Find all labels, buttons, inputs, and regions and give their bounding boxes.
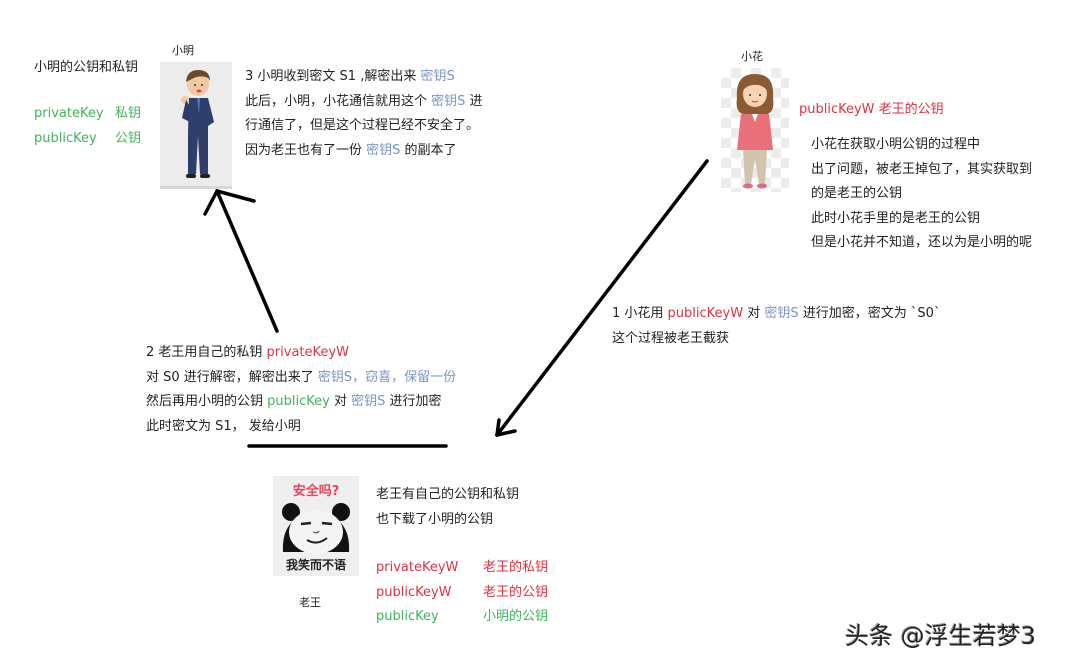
laowang-key-row: publicKey 小明的公钥: [376, 605, 548, 630]
step3-line: 此后，小明，小花通信就用这个 密钥S 进: [245, 93, 483, 109]
xiaohua-name-label: 小花: [741, 50, 763, 63]
note-line: 但是小花并不知道，还以为是小明的呢: [811, 235, 1033, 250]
xiaohua-key-label: publicKeyW 老王的公钥: [799, 102, 944, 117]
step1-line2: 这个过程被老王截获: [612, 330, 730, 346]
note-line: 出了问题，被老王掉包了，其实获取到: [811, 161, 1033, 177]
key-name: publicKey: [376, 609, 439, 624]
step2-line2: 对 S0 进行解密，解密出来了 密钥S，窃喜，保留一份: [146, 369, 457, 385]
step3-line: 因为老王也有了一份 密钥S 的副本了: [245, 142, 457, 158]
key-desc: 私钥: [115, 106, 142, 121]
businessman-icon: [160, 62, 232, 189]
xiaoming-key-row: publicKey 公钥: [34, 127, 141, 152]
arrow-to-laowang: [495, 159, 709, 437]
laowang-key-row: publicKeyW 老王的公钥: [376, 581, 548, 606]
step1-text: 1 小花用 publicKeyW 对 密钥S 进行加密，密文为 `S0` 这个过…: [612, 302, 940, 351]
xiaoming-name-label: 小明: [172, 44, 194, 57]
step3-line: 行通信了，但是这个过程已经不安全了。: [245, 118, 480, 133]
arrow-to-xiaoming: [203, 189, 279, 333]
meme-bottom-text: 我笑而不语: [285, 558, 346, 572]
xiaoming-key-list: privateKey 私钥 publicKey 公钥: [34, 102, 141, 151]
key-desc: 老王的公钥: [483, 584, 549, 600]
note-line: 小花在获取小明公钥的过程中: [811, 137, 981, 152]
key-name: privateKeyW: [376, 560, 459, 575]
desc-line: 也下载了小明的公钥: [376, 511, 494, 527]
note-line: 此时小花手里的是老王的公钥: [811, 210, 981, 226]
key-desc: 公钥: [115, 130, 142, 146]
key-desc: 小明的公钥: [483, 609, 549, 624]
key-name: privateKey: [34, 106, 104, 121]
laowang-key-list: privateKeyW 老王的私钥 publicKeyW 老王的公钥 publi…: [376, 556, 548, 630]
xiaohua-notes: 小花在获取小明公钥的过程中 出了问题，被老王掉包了，其实获取到 的是老王的公钥 …: [811, 133, 1032, 256]
step2-line4: 此时密文为 S1， 发给小明: [146, 418, 301, 434]
step3-line: 3 小明收到密文 S1 ,解密出来 密钥S: [245, 69, 455, 84]
watermark: 头条 @浮生若梦3: [845, 622, 1036, 650]
meme-top-text: 安全吗?: [292, 484, 340, 499]
laowang-key-row: privateKeyW 老王的私钥: [376, 556, 548, 581]
step2-line3: 然后再用小明的公钥 publicKey 对 密钥S 进行加密: [146, 394, 442, 409]
step3-text: 3 小明收到密文 S1 ,解密出来 密钥S 此后，小明，小花通信就用这个 密钥S…: [245, 65, 483, 163]
key-desc: 老王的私钥: [483, 560, 549, 575]
note-line: 的是老王的公钥: [811, 186, 903, 201]
laowang-desc: 老王有自己的公钥和私钥 也下载了小明的公钥: [376, 483, 519, 532]
desc-line: 老王有自己的公钥和私钥: [376, 487, 520, 502]
key-name: publicKey: [34, 130, 97, 146]
step2-line1: 2 老王用自己的私钥 privateKeyW: [146, 345, 349, 360]
xiaoming-keys-title: 小明的公钥和私钥: [34, 60, 139, 75]
xiaoming-key-row: privateKey 私钥: [34, 102, 141, 127]
woman-icon: [721, 68, 789, 192]
key-name: publicKeyW: [376, 584, 452, 600]
panda-meme-icon: 安全吗? 我笑而不语: [273, 476, 359, 576]
step2-text: 2 老王用自己的私钥 privateKeyW 对 S0 进行解密，解密出来了 密…: [146, 341, 456, 439]
step1-line1: 1 小花用 publicKeyW 对 密钥S 进行加密，密文为 `S0`: [612, 306, 941, 321]
laowang-name-label: 老王: [299, 596, 321, 609]
